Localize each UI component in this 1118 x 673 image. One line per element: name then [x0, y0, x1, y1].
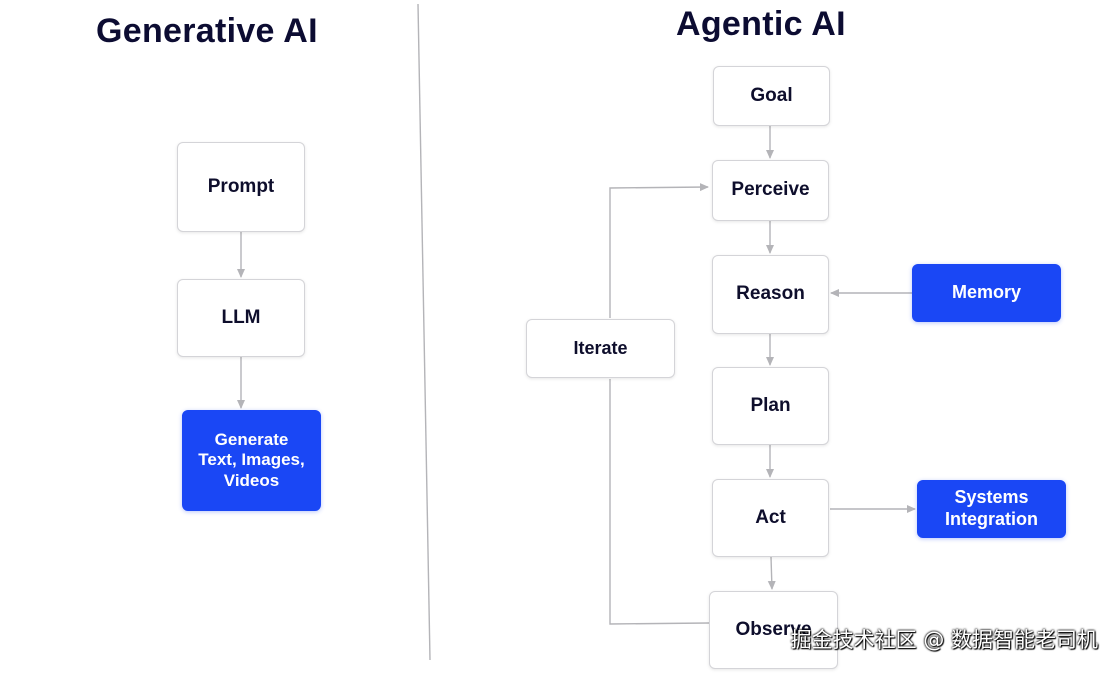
watermark-text: 掘金技术社区 @ 数据智能老司机 — [790, 628, 1098, 652]
section-divider — [417, 3, 431, 661]
arrow-act-to-observe — [767, 556, 776, 590]
systems-line-2: Integration — [945, 509, 1038, 529]
iterate-box: Iterate — [526, 319, 675, 378]
systems-line-1: Systems — [954, 487, 1029, 508]
act-box: Act — [712, 479, 829, 557]
generate-output-box: Generate Text, Images, Videos — [182, 410, 321, 511]
agentic-ai-title: Agentic AI — [676, 5, 846, 43]
prompt-box: Prompt — [177, 142, 305, 232]
plan-box: Plan — [712, 367, 829, 445]
goal-box: Goal — [713, 66, 830, 126]
generate-line-2: Text, Images, — [198, 450, 305, 470]
generative-ai-title: Generative AI — [96, 12, 318, 50]
observe-box: Observe — [709, 591, 838, 669]
llm-box: LLM — [177, 279, 305, 357]
reason-box: Reason — [712, 255, 829, 334]
arrow-iterate-to-perceive — [609, 183, 709, 318]
memory-box: Memory — [912, 264, 1061, 322]
generate-line-3: Videos — [223, 470, 280, 490]
loop-observe-to-iterate — [609, 379, 710, 625]
perceive-box: Perceive — [712, 160, 829, 221]
generate-line-1: Generate — [214, 429, 289, 449]
systems-integration-box: Systems Integration — [917, 480, 1066, 538]
